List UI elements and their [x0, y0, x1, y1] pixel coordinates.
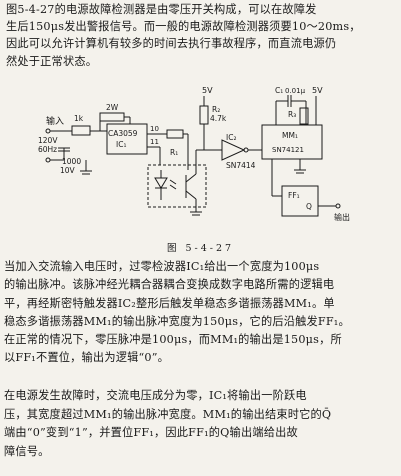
- ic2-part-number: SN7414: [226, 161, 256, 170]
- r3-label: R₃: [288, 110, 296, 119]
- input-terminal-top: [45, 128, 51, 134]
- output-terminal: [335, 203, 341, 209]
- mm1-monostable: [261, 124, 323, 160]
- r2-label: R₂: [212, 105, 220, 114]
- resistor-r2: [199, 105, 209, 125]
- supply-5v-a: 5V: [202, 86, 213, 95]
- input-resistor: [71, 125, 91, 136]
- ic1-part-number: CA3059: [108, 129, 138, 138]
- capacitor-voltage: 10V: [60, 166, 76, 175]
- optocoupler: [147, 164, 207, 208]
- ic1-label: IC₁: [116, 140, 126, 149]
- r2-value: 4.7k: [210, 114, 227, 123]
- power-resistor: [99, 112, 125, 122]
- input-resistor-value: 1k: [74, 114, 84, 123]
- ic2-schmitt-trigger: [221, 139, 246, 161]
- r1-label: R₁: [170, 148, 178, 157]
- circuit-diagram: 输入 120V 60Hz 1k 2W 1000 10V CA3059 IC₁ 1…: [38, 86, 350, 222]
- output-label: 输出: [334, 212, 350, 222]
- c1-value: 0.01μ: [285, 87, 306, 95]
- pin-11-label: 11: [150, 138, 159, 146]
- c1-label: C₁: [275, 86, 283, 95]
- input-frequency-label: 60Hz: [38, 145, 57, 154]
- mm1-label: MM₁: [282, 131, 298, 140]
- pin-10-label: 10: [150, 125, 159, 133]
- ff1-label: FF₁: [288, 191, 300, 200]
- mm1-part-number: SN74121: [272, 146, 304, 154]
- resistor-r1: [166, 129, 184, 139]
- operation-paragraph: 当加入交流输入电压时，过零检波器IC₁给出一个宽度为100μs 的输出脉冲。该脉…: [4, 260, 350, 365]
- intro-paragraph: 图5-4-27的电源故障检测器是由零压开关构成，可以在故障发 生后150μs发出…: [6, 3, 361, 68]
- ff1-q-label: Q: [306, 202, 312, 211]
- input-label: 输入: [46, 115, 64, 127]
- ic1-block: [106, 123, 148, 155]
- ff1-flip-flop: [281, 185, 319, 217]
- input-voltage-label: 120V: [38, 136, 58, 145]
- fault-paragraph: 在电源发生故障时，交流电压成分为零，IC₁将输出一阶跃电 压，其宽度超过MM₁的…: [4, 389, 332, 458]
- input-terminal-bottom: [45, 157, 51, 163]
- figure-caption: 图 5-4-27: [166, 243, 235, 254]
- capacitor-value: 1000: [62, 157, 81, 166]
- opto-led: [154, 177, 168, 189]
- resistor-r3: [299, 107, 309, 125]
- supply-5v-b: 5V: [312, 86, 323, 95]
- ic2-label: IC₂: [226, 133, 236, 142]
- power-resistor-value: 2W: [106, 103, 119, 112]
